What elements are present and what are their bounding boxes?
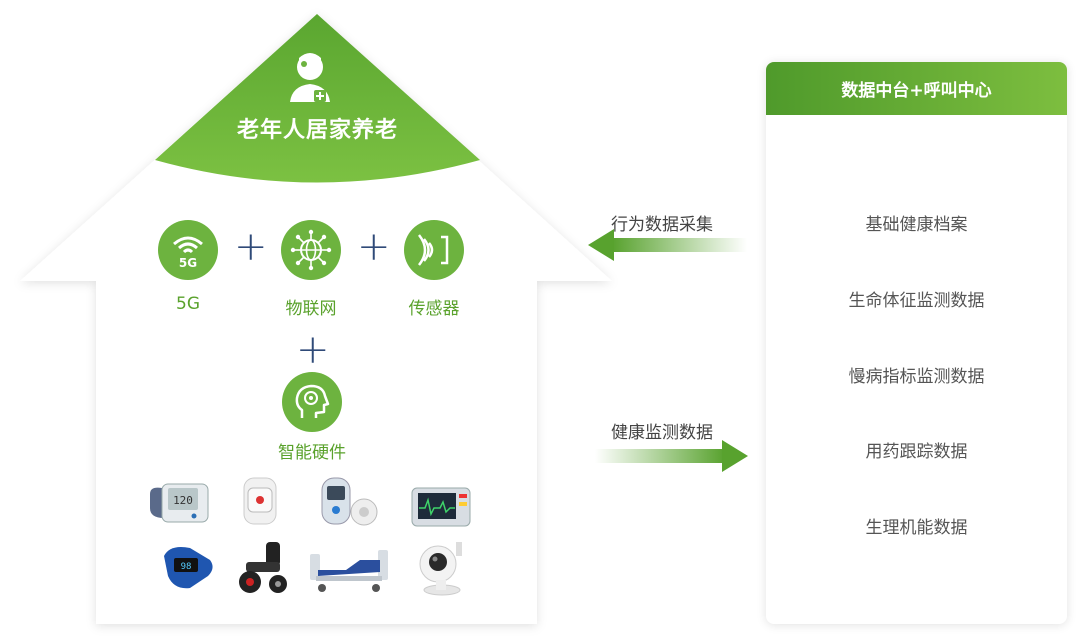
5g-icon: 5G <box>158 220 218 280</box>
tech-label-sensor: 传感器 <box>408 299 460 319</box>
panel-item: 生命体征监测数据 <box>848 291 985 311</box>
plus-sign: + <box>234 224 268 270</box>
svg-text:5G: 5G <box>179 256 197 270</box>
tech-label-iot: 物联网 <box>285 299 337 319</box>
house-title: 老年人居家养老 <box>236 118 398 143</box>
health-arrow <box>595 440 748 472</box>
globe-network-icon <box>281 220 341 280</box>
data-center-panel: 数据中台+呼叫中心 基础健康档案 生命体征监测数据 慢病指标监测数据 用药跟踪数… <box>766 62 1067 624</box>
sensor-icon <box>404 220 464 280</box>
behavior-arrow <box>588 229 747 261</box>
smart-watch-icon <box>243 477 277 525</box>
house-body <box>20 14 612 624</box>
behavior-data-label: 行为数据采集 <box>611 215 713 235</box>
patient-monitor-icon <box>411 487 471 527</box>
panel-title: 数据中台+呼叫中心 <box>766 62 1067 115</box>
panel-item: 慢病指标监测数据 <box>848 367 985 387</box>
glucose-meter-icon <box>321 477 378 526</box>
tech-label-hardware: 智能硬件 <box>278 443 346 463</box>
panel-item: 用药跟踪数据 <box>865 442 968 462</box>
health-data-label: 健康监测数据 <box>611 423 713 443</box>
electric-wheelchair-icon <box>239 542 287 593</box>
svg-text:98: 98 <box>181 562 192 572</box>
tech-label-5g: 5G <box>176 294 200 314</box>
elder-care-icon <box>290 53 330 102</box>
panel-item: 生理机能数据 <box>865 518 968 538</box>
hospital-bed-icon <box>310 550 388 592</box>
security-camera-icon <box>419 542 462 596</box>
pulse-oximeter-icon: 98 <box>164 547 213 589</box>
panel-item: 基础健康档案 <box>865 215 968 235</box>
svg-text:120: 120 <box>173 494 193 507</box>
plus-sign: + <box>357 224 391 270</box>
head-brain-icon <box>282 372 342 432</box>
plus-sign: + <box>296 327 330 373</box>
blood-pressure-monitor-icon: 120 <box>150 483 209 523</box>
